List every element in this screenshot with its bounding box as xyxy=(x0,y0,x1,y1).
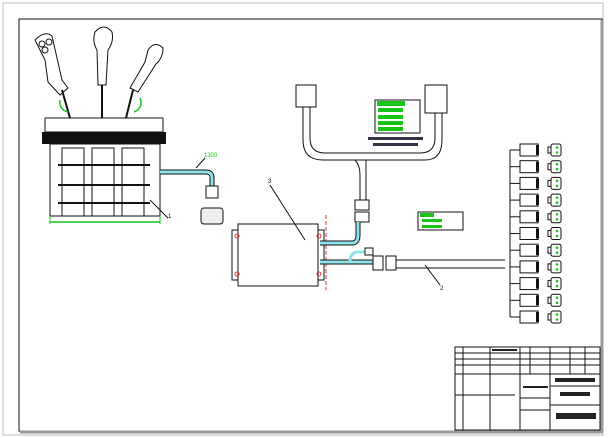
output-connector xyxy=(510,160,562,174)
joystick-cable xyxy=(160,170,214,186)
output-connector xyxy=(510,310,562,324)
connector-junction xyxy=(354,199,370,211)
output-connector xyxy=(510,260,562,274)
cable-length-label: 1300 xyxy=(204,153,218,159)
lever-center xyxy=(93,26,113,86)
output-connector xyxy=(510,143,562,157)
title-block xyxy=(454,346,601,431)
control-module: 3 xyxy=(231,179,327,290)
output-connector xyxy=(510,243,562,257)
main-harness xyxy=(396,259,505,269)
rotation-arrow-right xyxy=(133,97,142,113)
output-connectors xyxy=(509,143,562,324)
part-label-module: 3 xyxy=(268,179,272,185)
connector-upper-left xyxy=(295,84,317,108)
joystick-plug xyxy=(205,185,219,199)
part-label-joystick: 1 xyxy=(168,214,172,220)
output-connector xyxy=(510,293,562,307)
lever-left xyxy=(34,33,69,96)
output-connector xyxy=(510,210,562,224)
module-cable-upper xyxy=(320,222,360,245)
joystick-assembly: 1 xyxy=(34,26,172,224)
output-connector xyxy=(510,193,562,207)
connector-upper-right xyxy=(424,84,448,114)
output-connector xyxy=(510,277,562,291)
lever-right xyxy=(129,44,164,93)
part-label-harness: 2 xyxy=(440,286,444,292)
upper-harness xyxy=(295,84,448,223)
output-connector xyxy=(510,176,562,190)
rotation-arrow-left xyxy=(59,99,69,113)
output-connector xyxy=(510,227,562,240)
joystick-socket xyxy=(200,207,224,225)
